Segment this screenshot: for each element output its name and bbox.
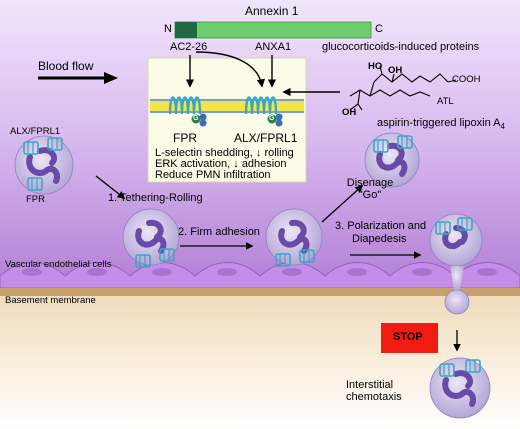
neutrophil-icon <box>122 208 180 266</box>
step-3-label-cont: Diapedesis <box>352 233 407 245</box>
neutrophil-icon <box>429 357 491 419</box>
alx-receptor-icon <box>244 96 278 115</box>
basement-membrane-label: Basement membrane <box>5 295 96 306</box>
oh-bottom-label: OH <box>342 107 357 118</box>
step-3-label: 3. Polarization and <box>335 220 427 232</box>
arrow-icon <box>195 51 266 88</box>
go-label: "Go" <box>358 189 382 201</box>
aspirin-lipoxin-text: aspirin-triggered lipoxin A <box>377 117 501 129</box>
ho-label: HO <box>368 61 383 72</box>
stop-sign <box>381 323 438 353</box>
g-protein-label-fpr: G <box>193 115 199 122</box>
g-protein-label-alx: G <box>269 115 275 122</box>
anxa1-label: ANXA1 <box>255 41 292 53</box>
membrane <box>150 100 304 112</box>
protein-name: Annexin 1 <box>245 4 299 18</box>
cooh-label: COOH <box>452 74 481 85</box>
cell-fpr-label: FPR <box>26 194 45 205</box>
interstitial-tissue <box>0 296 520 429</box>
step-1-label: 1. Tethering-Rolling <box>108 192 203 204</box>
lipoxin-structure-icon <box>349 65 457 111</box>
fpr-receptor-icon <box>168 96 202 115</box>
g-protein-icon <box>191 114 201 124</box>
interstitial-label: Interstitial <box>346 379 394 391</box>
n-terminus-label: N <box>164 23 172 35</box>
annexin-bar <box>174 21 372 39</box>
step-2-label: 2. Firm adhesion <box>178 226 260 238</box>
basement-membrane-band <box>0 288 520 296</box>
cell-alx-label: ALX/FPRL1 <box>10 126 61 137</box>
vascular-endothelial-label: Vascular endothelial cells <box>5 259 112 270</box>
effect-line-2: ERK activation, ↓ adhesion <box>155 158 287 170</box>
arrow-icon <box>95 175 126 199</box>
aspirin-lipoxin-label: aspirin-triggered lipoxin A4 <box>377 117 505 132</box>
fpr-label: FPR <box>173 131 197 145</box>
stop-label: STOP <box>393 331 423 343</box>
ac2-26-label: AC2-26 <box>170 41 208 53</box>
neutrophil-icon <box>265 208 323 266</box>
blood-flow-label: Blood flow <box>38 59 94 73</box>
diapedesis-protrusion <box>444 289 470 315</box>
effect-line-3: Reduce PMN infiltration <box>155 169 271 181</box>
g-protein-icon <box>267 114 277 124</box>
annexin-nterm-block <box>175 22 197 38</box>
disengage-label: Disenage <box>346 177 394 189</box>
oh-top-label: OH <box>388 65 403 76</box>
c-terminus-label: C <box>375 23 383 35</box>
alx-fprl1-label: ALX/FPRL1 <box>234 131 298 145</box>
arrow-icon <box>321 184 364 223</box>
effect-line-1: L-selectin shedding, ↓ rolling <box>155 147 294 159</box>
gc-induced-label: glucocorticoids-induced proteins <box>322 41 480 53</box>
atl-label: ATL <box>437 96 454 107</box>
chemotaxis-label: chemotaxis <box>346 391 402 403</box>
aspirin-lipoxin-subscript: 4 <box>500 122 505 132</box>
